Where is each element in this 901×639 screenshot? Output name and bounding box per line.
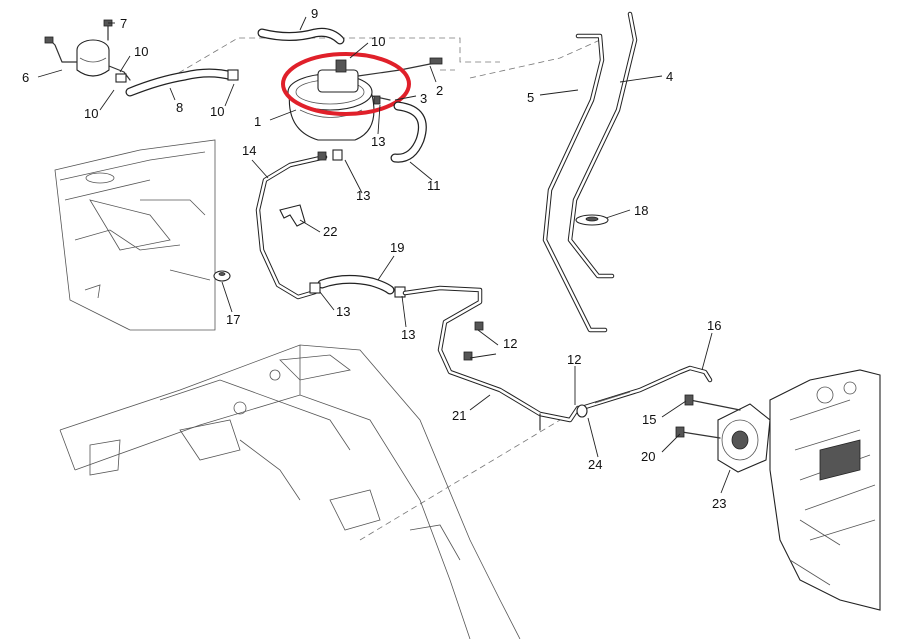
callout-3: 3 bbox=[420, 91, 427, 106]
hose-19 bbox=[309, 274, 406, 298]
callout-7: 7 bbox=[120, 16, 127, 31]
callout-5: 5 bbox=[527, 90, 534, 105]
callout-labels: 7 6 10 10 8 9 10 10 1 2 3 13 11 5 4 18 1… bbox=[22, 6, 726, 511]
callout-13: 13 bbox=[401, 327, 415, 342]
hose-11 bbox=[390, 101, 427, 163]
callout-13: 13 bbox=[371, 134, 385, 149]
callout-18: 18 bbox=[634, 203, 648, 218]
callout-24: 24 bbox=[588, 457, 602, 472]
callout-10: 10 bbox=[84, 106, 98, 121]
engine-block bbox=[769, 369, 881, 611]
callout-13: 13 bbox=[356, 188, 370, 203]
callout-13: 13 bbox=[336, 304, 350, 319]
callout-21: 21 bbox=[452, 408, 466, 423]
dashed-reference-lines bbox=[169, 37, 601, 541]
callout-23: 23 bbox=[712, 496, 726, 511]
line-16 bbox=[576, 365, 713, 418]
callout-22: 22 bbox=[323, 224, 337, 239]
hose-9 bbox=[257, 27, 345, 45]
vehicle-frame bbox=[59, 344, 521, 639]
vacuum-pump-23 bbox=[675, 394, 771, 473]
callout-20: 20 bbox=[641, 449, 655, 464]
callout-4: 4 bbox=[666, 69, 673, 84]
grommet-18 bbox=[575, 214, 609, 226]
highlight-ring bbox=[281, 52, 411, 116]
callout-19: 19 bbox=[390, 240, 404, 255]
callout-6: 6 bbox=[22, 70, 29, 85]
callout-1: 1 bbox=[254, 114, 261, 129]
brake-lines-4-5 bbox=[542, 11, 638, 333]
callout-10: 10 bbox=[134, 44, 148, 59]
callout-10: 10 bbox=[371, 34, 385, 49]
callout-12: 12 bbox=[503, 336, 517, 351]
hose-8 bbox=[125, 68, 239, 97]
brake-booster bbox=[287, 57, 443, 141]
callout-14: 14 bbox=[242, 143, 256, 158]
line-14 bbox=[255, 149, 343, 300]
callout-8: 8 bbox=[176, 100, 183, 115]
fluid-reservoir bbox=[44, 19, 131, 83]
grommet-17 bbox=[213, 270, 231, 282]
clip-22 bbox=[279, 204, 306, 227]
callout-11: 11 bbox=[427, 178, 441, 193]
callout-9: 9 bbox=[311, 6, 318, 21]
callout-12: 12 bbox=[567, 352, 581, 367]
callout-16: 16 bbox=[707, 318, 721, 333]
leader-lines bbox=[37, 16, 731, 494]
vehicle-body-panel bbox=[54, 139, 216, 331]
callout-10: 10 bbox=[210, 104, 224, 119]
line-21 bbox=[402, 285, 581, 431]
callout-15: 15 bbox=[642, 412, 656, 427]
callout-2: 2 bbox=[436, 83, 443, 98]
callout-17: 17 bbox=[226, 312, 240, 327]
